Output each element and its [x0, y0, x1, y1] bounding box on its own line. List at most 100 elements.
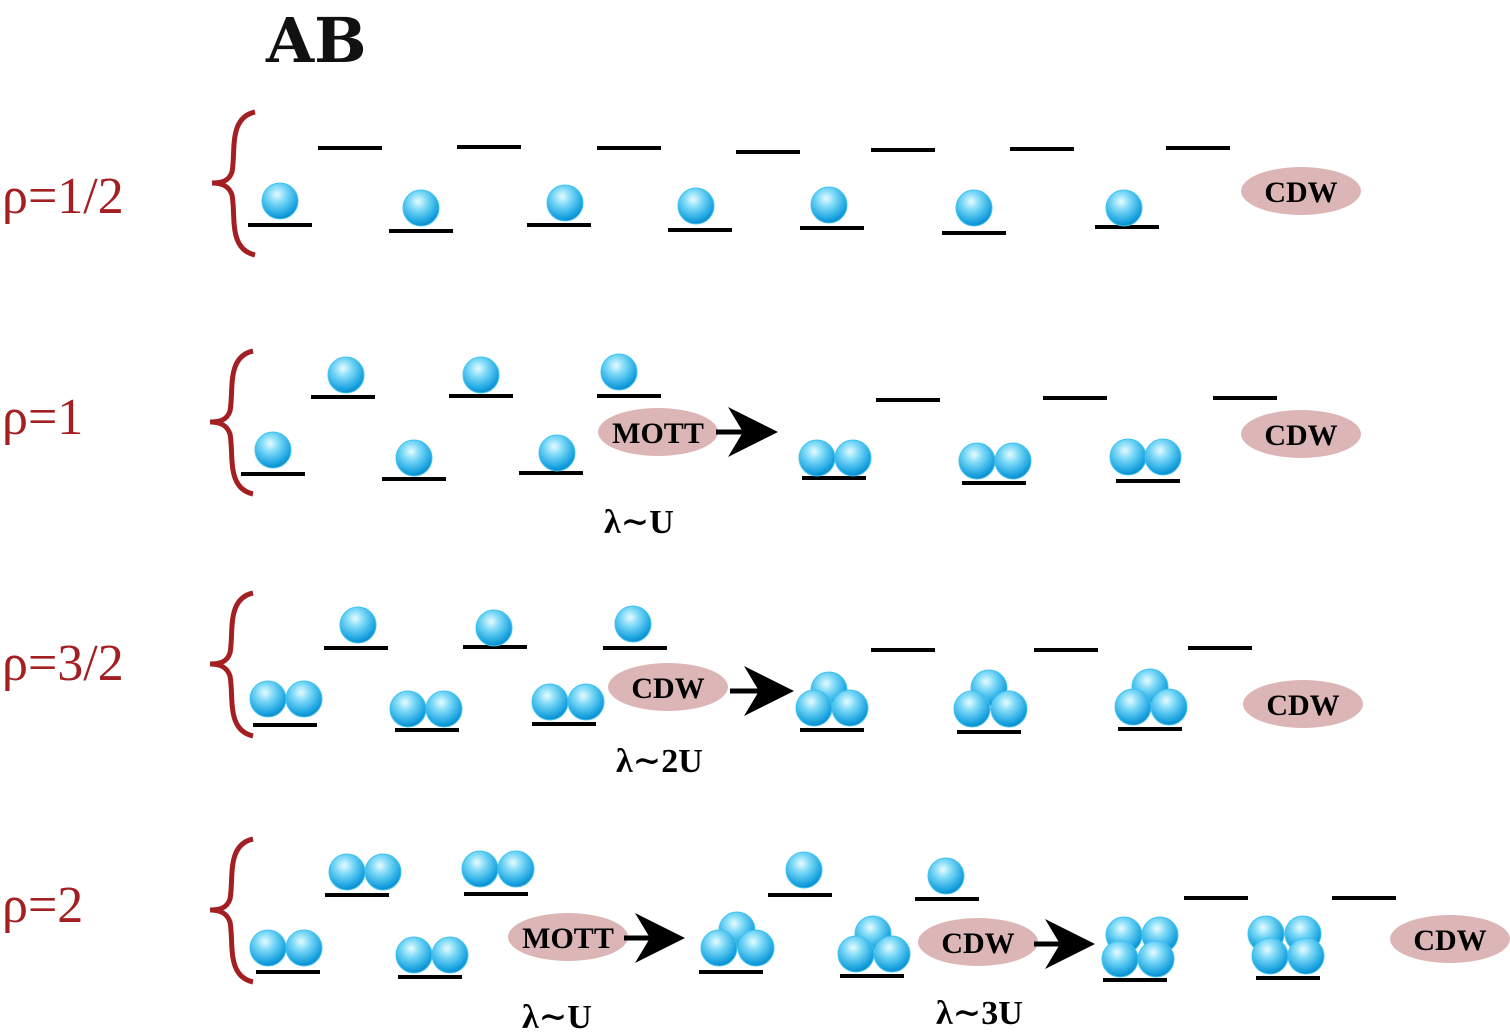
- particle: [837, 935, 875, 973]
- row-rho-three-halves: ρ=3/2: [2, 590, 1363, 780]
- particle: [1114, 688, 1152, 726]
- curly-brace: [211, 109, 256, 258]
- badge-label: CDW: [631, 672, 704, 705]
- particle: [425, 690, 463, 728]
- particle: [785, 851, 823, 889]
- badge-shape: [1243, 680, 1363, 728]
- particles: [261, 182, 1143, 227]
- particle: [328, 853, 366, 891]
- particle: [567, 683, 605, 721]
- curly-brace: [209, 836, 254, 985]
- particle: [531, 683, 569, 721]
- particle: [285, 680, 323, 718]
- particle: [1150, 688, 1188, 726]
- badge-label: MOTT: [612, 417, 704, 450]
- particle: [339, 606, 377, 644]
- particles: [254, 353, 1182, 480]
- density-label: ρ=1: [2, 389, 83, 446]
- badge-label: CDW: [1413, 924, 1486, 957]
- particle: [798, 439, 836, 477]
- particle: [475, 609, 513, 647]
- phase-badge: CDW: [1241, 410, 1361, 458]
- particle: [285, 929, 323, 967]
- particle: [431, 936, 469, 974]
- phase-badge: CDW: [608, 663, 728, 711]
- badge-shape: [508, 913, 628, 961]
- row-rho-half: ρ=1/2 CDW: [2, 109, 1361, 258]
- particle: [700, 929, 738, 967]
- row-rho-two: ρ=2: [2, 836, 1510, 1035]
- particle: [497, 850, 535, 888]
- phase-badge: CDW: [918, 918, 1038, 966]
- row-rho-one: ρ=1: [2, 348, 1361, 541]
- particle: [402, 189, 440, 227]
- particle: [873, 935, 911, 973]
- particle: [600, 353, 638, 391]
- badge-label: CDW: [1264, 176, 1337, 209]
- particle: [955, 189, 993, 227]
- curly-brace: [209, 590, 254, 739]
- lambda-label: λ∼U: [604, 504, 674, 541]
- particle: [1287, 937, 1325, 975]
- particle: [538, 434, 576, 472]
- particle: [834, 439, 872, 477]
- levels: [248, 145, 1230, 235]
- phase-badge: CDW: [1390, 915, 1510, 963]
- particle: [249, 680, 287, 718]
- badge-shape: [1241, 410, 1361, 458]
- lambda-label: λ∼3U: [936, 995, 1023, 1032]
- density-label: ρ=3/2: [2, 635, 124, 692]
- density-label: ρ=1/2: [2, 168, 124, 225]
- particle: [546, 184, 584, 222]
- badge-label: CDW: [1264, 419, 1337, 452]
- badge-shape: [1390, 915, 1510, 963]
- badge-shape: [598, 408, 718, 456]
- levels: [256, 892, 1396, 982]
- lambda-label: λ∼U: [522, 999, 592, 1035]
- particle: [831, 689, 869, 727]
- particle: [614, 605, 652, 643]
- particle: [1137, 940, 1175, 978]
- particle: [1105, 189, 1143, 227]
- particle: [389, 690, 427, 728]
- phase-badge: CDW: [1241, 167, 1361, 215]
- particle: [254, 431, 292, 469]
- particles: [249, 850, 1325, 978]
- levels: [253, 645, 1252, 734]
- particle: [395, 936, 433, 974]
- particle: [1144, 438, 1182, 476]
- phase-badge: CDW: [1243, 680, 1363, 728]
- particle: [958, 442, 996, 480]
- badge-label: MOTT: [522, 922, 614, 955]
- particle: [953, 690, 991, 728]
- particle: [1109, 438, 1147, 476]
- badge-shape: [1241, 167, 1361, 215]
- badge-shape: [918, 918, 1038, 966]
- particle: [327, 356, 365, 394]
- density-label: ρ=2: [2, 877, 83, 934]
- particle: [927, 857, 965, 895]
- particle: [990, 690, 1028, 728]
- particle: [994, 442, 1032, 480]
- particle: [461, 850, 499, 888]
- lambda-label: λ∼2U: [616, 743, 703, 780]
- phase-badge: MOTT: [598, 408, 718, 456]
- particle: [810, 186, 848, 224]
- badge-label: CDW: [1266, 689, 1339, 722]
- badge-shape: [608, 663, 728, 711]
- particle: [795, 689, 833, 727]
- levels: [241, 394, 1277, 485]
- particle: [1251, 937, 1289, 975]
- particle: [1101, 940, 1139, 978]
- particle: [462, 356, 500, 394]
- particles: [249, 605, 1188, 728]
- panel-title: AB: [265, 4, 367, 77]
- badge-label: CDW: [941, 927, 1014, 960]
- particle: [364, 853, 402, 891]
- particle: [677, 187, 715, 225]
- particle: [395, 439, 433, 477]
- phase-badge: MOTT: [508, 913, 628, 961]
- particle: [261, 182, 299, 220]
- curly-brace: [209, 348, 254, 497]
- particle: [737, 929, 775, 967]
